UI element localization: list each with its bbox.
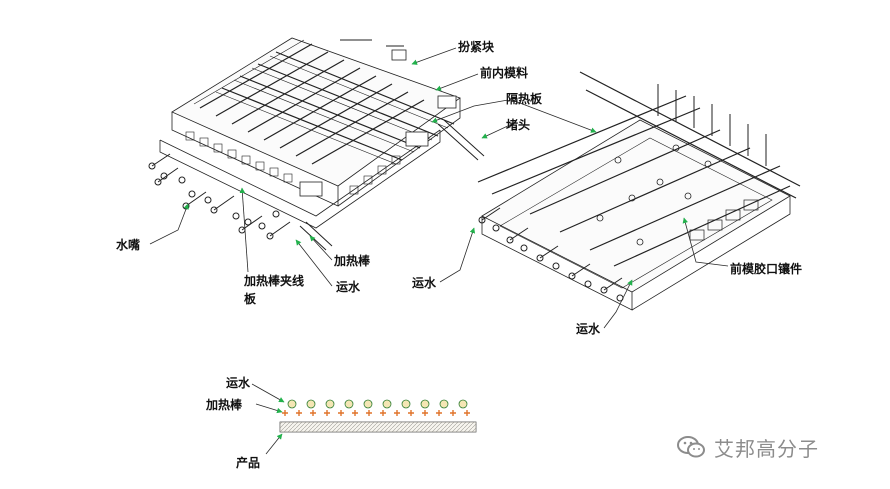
label-cooling-water-d: 运水 <box>226 376 251 390</box>
watermark: 艾邦高分子 <box>676 432 819 462</box>
label-heat-insulation: 隔热板 <box>506 92 543 106</box>
water-channel-row <box>287 399 468 409</box>
right-rails <box>477 71 801 267</box>
watermark-text: 艾邦高分子 <box>714 436 819 461</box>
label-twist-block: 扮紧块 <box>458 40 495 54</box>
label-front-insert: 前内模料 <box>480 66 529 80</box>
leader-lines <box>149 47 729 455</box>
label-cooling-water-c: 运水 <box>576 322 601 336</box>
label-heater-rod-b: 加热棒 <box>206 398 243 412</box>
label-plug: 堵头 <box>506 118 531 132</box>
label-heater-rod-a: 加热棒 <box>334 254 371 268</box>
wechat-icon <box>677 436 705 458</box>
left-water-nozzles <box>148 153 291 240</box>
label-heater-clamp-plate: 加热棒夹线 <box>244 274 305 288</box>
left-top-rods <box>199 43 455 165</box>
right-mold-assembly <box>477 71 801 311</box>
left-mold-assembly <box>148 37 485 251</box>
label-plate: 板 <box>244 292 257 306</box>
left-top-plate <box>171 37 461 187</box>
label-water-nozzle: 水嘴 <box>116 238 141 252</box>
label-gate-insert: 前模胶口镶件 <box>730 262 803 276</box>
product-band <box>279 421 477 433</box>
label-cooling-water-b: 运水 <box>412 276 437 290</box>
label-product: 产品 <box>236 456 261 470</box>
label-cooling-water-a: 运水 <box>336 280 361 294</box>
heater-row <box>282 410 470 416</box>
cross-section <box>279 399 477 433</box>
left-base-plate <box>159 130 441 229</box>
